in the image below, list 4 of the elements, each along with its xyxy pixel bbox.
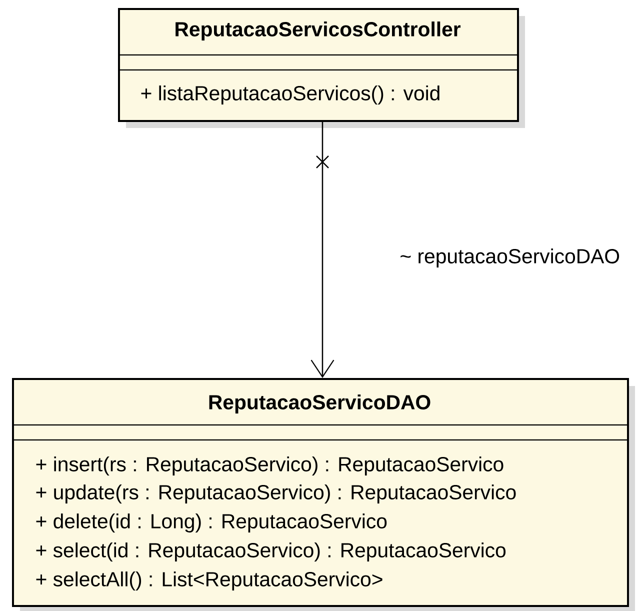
class-box: ReputacaoServicoDAO + insert(rs : ReputacaoServico) : ReputacaoServico + update(rs : ReputacaoServico) : ReputacaoServico + delete(id : Long) : ReputacaoServico + select(id : ReputacaoServico) : ReputacaoServico + selectAll() : List<ReputacaoServico> [12, 378, 635, 611]
edge-label: ~ reputacaoServicoDAO [398, 247, 622, 269]
class-box: ReputacaoServicosController + listaReputacaoServicos() : void [118, 8, 525, 128]
association-arrow [310, 122, 334, 378]
